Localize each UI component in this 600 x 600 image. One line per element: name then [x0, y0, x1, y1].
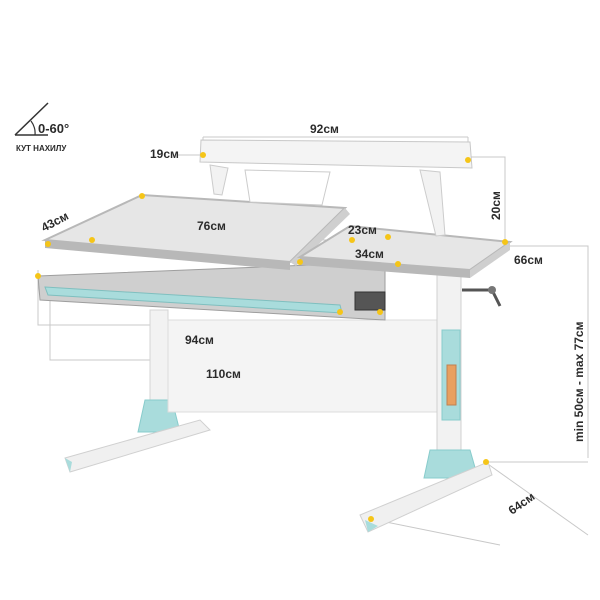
base-depth-label: 64см	[506, 489, 538, 517]
side-gap-label: 23см	[348, 223, 377, 237]
drawer-width-label: 94см	[185, 333, 214, 347]
height-crank	[462, 286, 502, 307]
shelf-depth-label: 19см	[150, 147, 179, 161]
tilt-range-label: 0-60°	[38, 121, 69, 136]
front-leg	[359, 269, 493, 533]
desk-top	[41, 193, 513, 278]
height-range-label: min 50см - max 77см	[572, 321, 586, 442]
shelf-width-label: 92см	[310, 122, 339, 136]
total-depth-label: 66см	[514, 253, 543, 267]
dimension-dots	[35, 152, 508, 522]
tilt-top-width-label: 76см	[197, 219, 226, 233]
total-width-label: 110см	[206, 367, 241, 381]
top-shelf	[199, 139, 473, 237]
side-width-label: 34см	[355, 247, 384, 261]
shelf-height-label: 20см	[489, 191, 503, 220]
tilt-angle-icon	[14, 102, 49, 136]
tilt-caption: КУТ НАХИЛУ	[16, 144, 67, 153]
drawer	[37, 261, 386, 321]
